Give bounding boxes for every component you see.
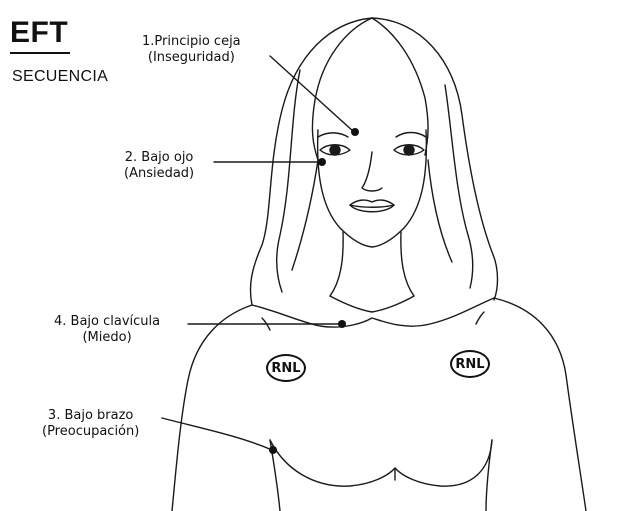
point-dot-3 [269,446,277,454]
diagram-subtitle: SECUENCIA [12,68,108,86]
point-name: 1.Principio ceja [142,34,241,50]
diagram-title: EFT [10,16,68,50]
point-label-2: 2. Bajo ojo (Ansiedad) [124,150,194,182]
right-shoulder [494,298,586,511]
point-label-1: 1.Principio ceja (Inseguridad) [142,34,241,66]
point-emotion: (Inseguridad) [142,50,241,66]
left-shoulder [172,305,252,511]
point-emotion: (Preocupación) [42,424,139,440]
title-underline [10,52,70,54]
hair-outline-right [372,18,498,300]
point-name: 4. Bajo clavícula [54,314,160,330]
point-label-3: 3. Bajo brazo (Preocupación) [42,408,139,440]
point-dot-1 [351,128,359,136]
point-name: 2. Bajo ojo [124,150,194,166]
point-emotion: (Ansiedad) [124,166,194,182]
rnl-badge-right: RNL [450,350,490,378]
point-label-4: 4. Bajo clavícula (Miedo) [54,314,160,346]
point-dot-2 [318,158,326,166]
point-dot-4 [338,320,346,328]
point-name: 3. Bajo brazo [42,408,139,424]
point-emotion: (Miedo) [54,330,160,346]
rnl-badge-left: RNL [266,354,306,382]
